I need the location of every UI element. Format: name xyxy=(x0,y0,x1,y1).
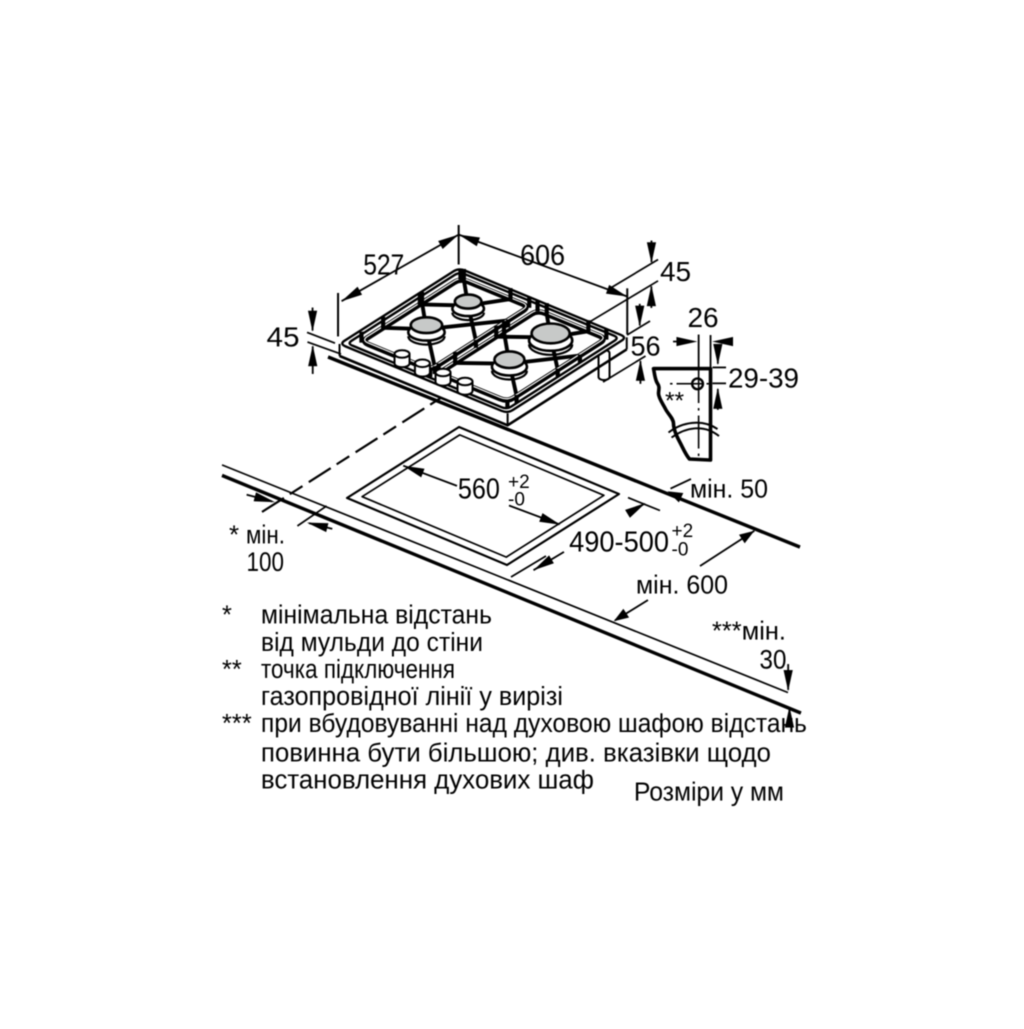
svg-text:повинна бути більшою; див. вка: повинна бути більшою; див. вказівки щодо xyxy=(261,739,771,767)
svg-text:26: 26 xyxy=(688,302,719,333)
svg-text:-0: -0 xyxy=(671,540,688,561)
svg-text:**: ** xyxy=(222,656,242,684)
svg-text:точка підключення: точка підключення xyxy=(261,656,455,684)
svg-text:-0: -0 xyxy=(508,489,525,510)
svg-text:газопровідної лінії у вирізі: газопровідної лінії у вирізі xyxy=(261,683,563,711)
svg-text:Розміри у мм: Розміри у мм xyxy=(634,779,784,807)
svg-text:від мульди до стіни: від мульди до стіни xyxy=(261,629,483,657)
svg-text:мін. 50: мін. 50 xyxy=(690,474,768,504)
svg-text:100: 100 xyxy=(246,547,284,577)
svg-text:30: 30 xyxy=(759,645,786,675)
svg-text:при вбудовуванні над духовою ш: при вбудовуванні над духовою шафою відст… xyxy=(261,710,807,738)
svg-text:*: * xyxy=(229,519,239,549)
svg-text:***мін.: ***мін. xyxy=(712,616,786,646)
svg-text:**: ** xyxy=(665,388,685,415)
svg-text:490-500: 490-500 xyxy=(569,527,669,559)
svg-text:29-39: 29-39 xyxy=(728,363,799,394)
svg-text:527: 527 xyxy=(363,249,404,281)
svg-text:***: *** xyxy=(222,710,252,738)
svg-text:мін. 600: мін. 600 xyxy=(636,570,728,600)
svg-text:встановлення духових шаф: встановлення духових шаф xyxy=(261,766,594,794)
svg-text:*: * xyxy=(222,601,232,629)
svg-text:45: 45 xyxy=(660,256,691,287)
svg-text:606: 606 xyxy=(520,240,565,272)
svg-text:56: 56 xyxy=(631,331,661,362)
svg-text:мінімальна відстань: мінімальна відстань xyxy=(261,601,492,629)
svg-text:45: 45 xyxy=(267,321,300,352)
svg-text:мін.: мін. xyxy=(246,519,285,549)
svg-text:560: 560 xyxy=(458,473,500,505)
